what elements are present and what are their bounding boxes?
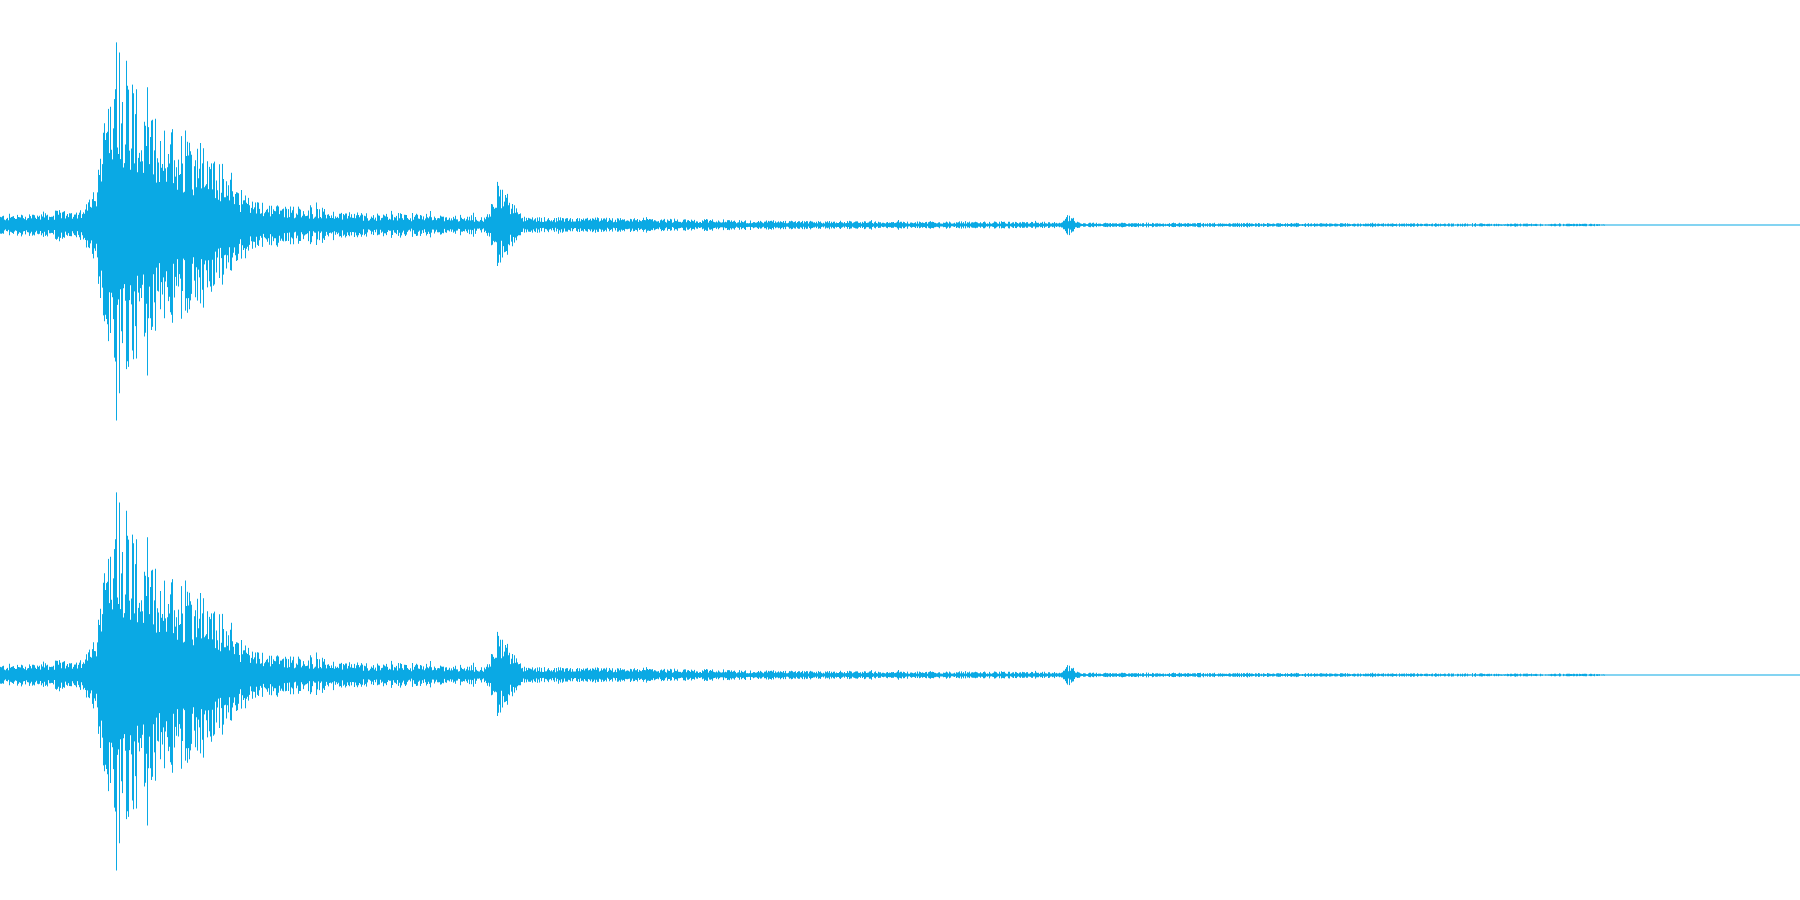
waveform-trace: [0, 42, 1800, 421]
waveform-channel-right: [0, 492, 1800, 871]
waveform-channel-left: [0, 42, 1800, 421]
waveform-trace: [0, 492, 1800, 871]
